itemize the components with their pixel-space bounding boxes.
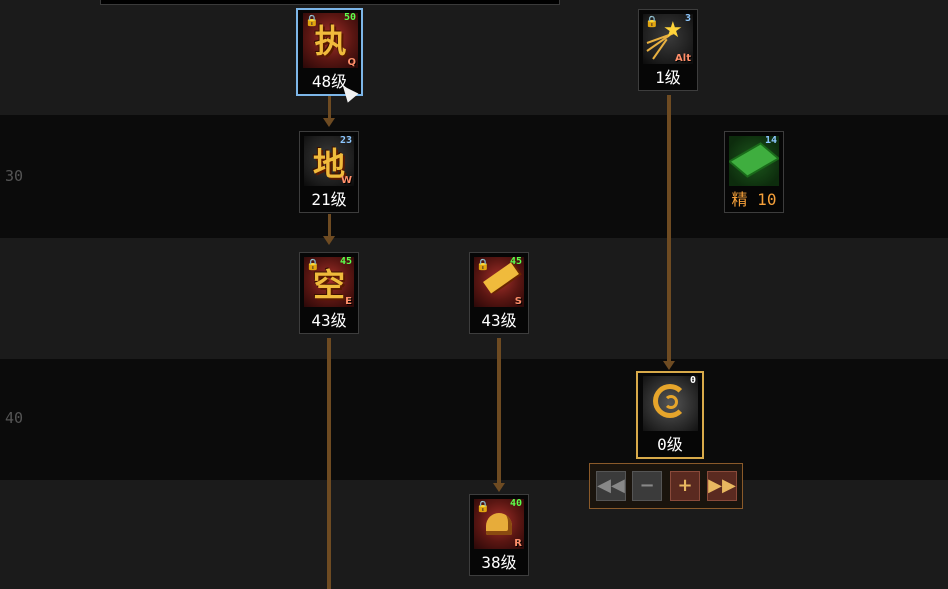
row-level-label-40: 40	[5, 409, 24, 427]
skill-level: 0级	[657, 435, 683, 454]
lock-icon: 🔒	[476, 500, 490, 513]
hotkey-label: R	[514, 538, 522, 549]
skill-point-count: 45	[339, 257, 352, 267]
leaf-shape	[731, 144, 777, 176]
connector-arrow	[323, 118, 335, 127]
decrease-level-button[interactable]: −	[632, 471, 662, 501]
connector-line	[667, 95, 671, 361]
skill-slot-bell[interactable]: 🔒 40 R 38级	[469, 494, 529, 576]
skill-slot-zhi[interactable]: 执 🔒 50 Q 48级	[296, 8, 363, 96]
skill-point-count: 40	[509, 499, 522, 509]
hotkey-label: Alt	[675, 53, 691, 64]
skill-slot-spiral[interactable]: 0 0级	[636, 371, 704, 459]
skill-glyph: 地	[312, 145, 345, 183]
connector-line	[328, 96, 331, 118]
skill-point-count: 23	[339, 136, 352, 146]
lock-icon: 🔒	[306, 258, 320, 271]
spiral-inner	[664, 395, 678, 409]
lock-icon: 🔒	[305, 14, 319, 27]
skill-level: 21级	[311, 190, 347, 209]
skill-level: 38级	[481, 553, 517, 572]
min-level-button[interactable]: ◀◀	[596, 471, 626, 501]
hotkey-label: S	[514, 296, 522, 307]
lock-icon: 🔒	[476, 258, 490, 271]
skill-level: 43级	[481, 311, 517, 330]
skill-level-controls: ◀◀ − + ▶▶	[589, 463, 743, 509]
skill-slot-di[interactable]: 地 23 W 21级	[299, 131, 359, 213]
top-panel-edge	[100, 0, 560, 5]
skill-point-count: 3	[684, 14, 691, 24]
green-leaf-icon: 14	[729, 136, 779, 186]
slash-skill-icon: 🔒 45 S	[474, 257, 524, 307]
connector-line	[328, 214, 331, 236]
skill-level: 48级	[311, 72, 348, 91]
spiral-shape	[653, 384, 687, 418]
skill-slot-kong[interactable]: 空 🔒 45 E 43级	[299, 252, 359, 334]
skill-point-count: 0	[689, 376, 696, 386]
max-level-button[interactable]: ▶▶	[707, 471, 737, 501]
skill-slot-slash[interactable]: 🔒 45 S 43级	[469, 252, 529, 334]
connector-arrow	[493, 483, 505, 492]
kong-skill-icon: 空 🔒 45 E	[304, 257, 354, 307]
skill-level: 43级	[311, 311, 347, 330]
hotkey-label: E	[345, 296, 352, 307]
di-skill-icon: 地 23 W	[304, 136, 354, 186]
skill-point-count: 45	[509, 257, 522, 267]
star-burst-icon: ★ 🔒 3 Alt	[643, 14, 693, 64]
connector-arrow	[663, 361, 675, 370]
skill-glyph: 执	[314, 22, 347, 60]
tier-band-4	[0, 359, 948, 480]
connector-arrow	[323, 236, 335, 245]
row-level-label-30: 30	[5, 167, 24, 185]
skill-level: 精 10	[731, 190, 777, 209]
skill-point-count: 50	[343, 13, 356, 23]
skill-glyph: 空	[312, 266, 345, 304]
bell-skill-icon: 🔒 40 R	[474, 499, 524, 549]
lock-icon: 🔒	[645, 15, 659, 28]
star-icon: ★	[663, 18, 683, 43]
connector-line	[327, 338, 331, 589]
zhi-skill-icon: 执 🔒 50 Q	[303, 13, 358, 68]
hotkey-label: Q	[347, 57, 356, 68]
tier-band-1	[0, 0, 948, 115]
skill-slot-green[interactable]: 14 精 10	[724, 131, 784, 213]
skill-slot-star[interactable]: ★ 🔒 3 Alt 1级	[638, 9, 698, 91]
spiral-skill-icon: 0	[643, 376, 698, 431]
connector-line	[497, 338, 501, 483]
tier-band-2	[0, 115, 948, 238]
skill-point-count: 14	[764, 136, 777, 146]
skill-level: 1级	[655, 68, 681, 87]
increase-level-button[interactable]: +	[670, 471, 700, 501]
hotkey-label: W	[340, 175, 352, 186]
bell-shape	[486, 513, 512, 535]
